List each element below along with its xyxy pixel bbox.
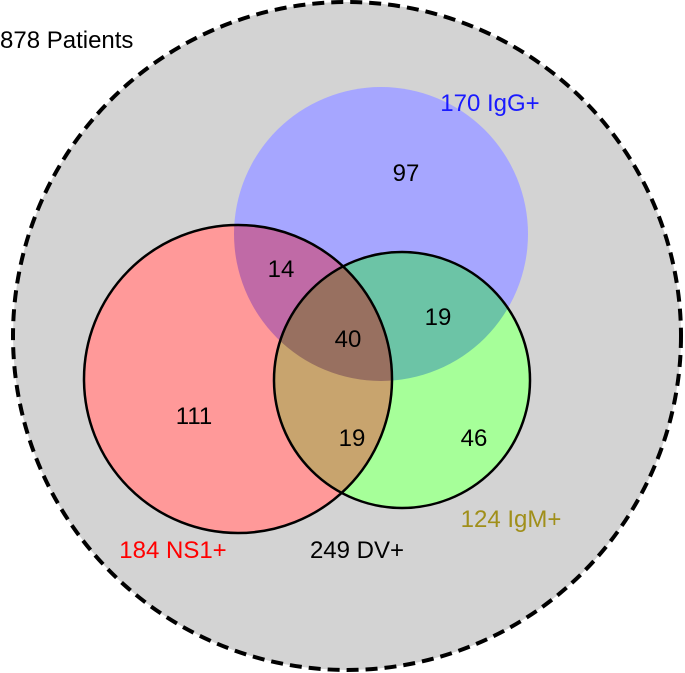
igm-set-label: 124 IgM+ — [461, 506, 562, 533]
ns1-only-count: 111 — [176, 403, 212, 430]
ns1-outline — [82, 223, 394, 535]
igm-outline — [272, 250, 532, 510]
ns1-set-label: 184 NS1+ — [119, 537, 226, 564]
universe-label: 878 Patients — [0, 27, 133, 54]
igg-only-count: 97 — [393, 160, 420, 187]
all-three-overlap — [274, 252, 392, 381]
ns1-igg-count: 14 — [268, 256, 295, 283]
igg-igm-count: 19 — [425, 304, 452, 331]
all-three-count: 40 — [335, 326, 362, 353]
union-label: 249 DV+ — [310, 537, 404, 564]
igg-set-label: 170 IgG+ — [440, 90, 539, 117]
igm-only-count: 46 — [461, 425, 488, 452]
ns1-igm-count: 19 — [339, 425, 366, 452]
